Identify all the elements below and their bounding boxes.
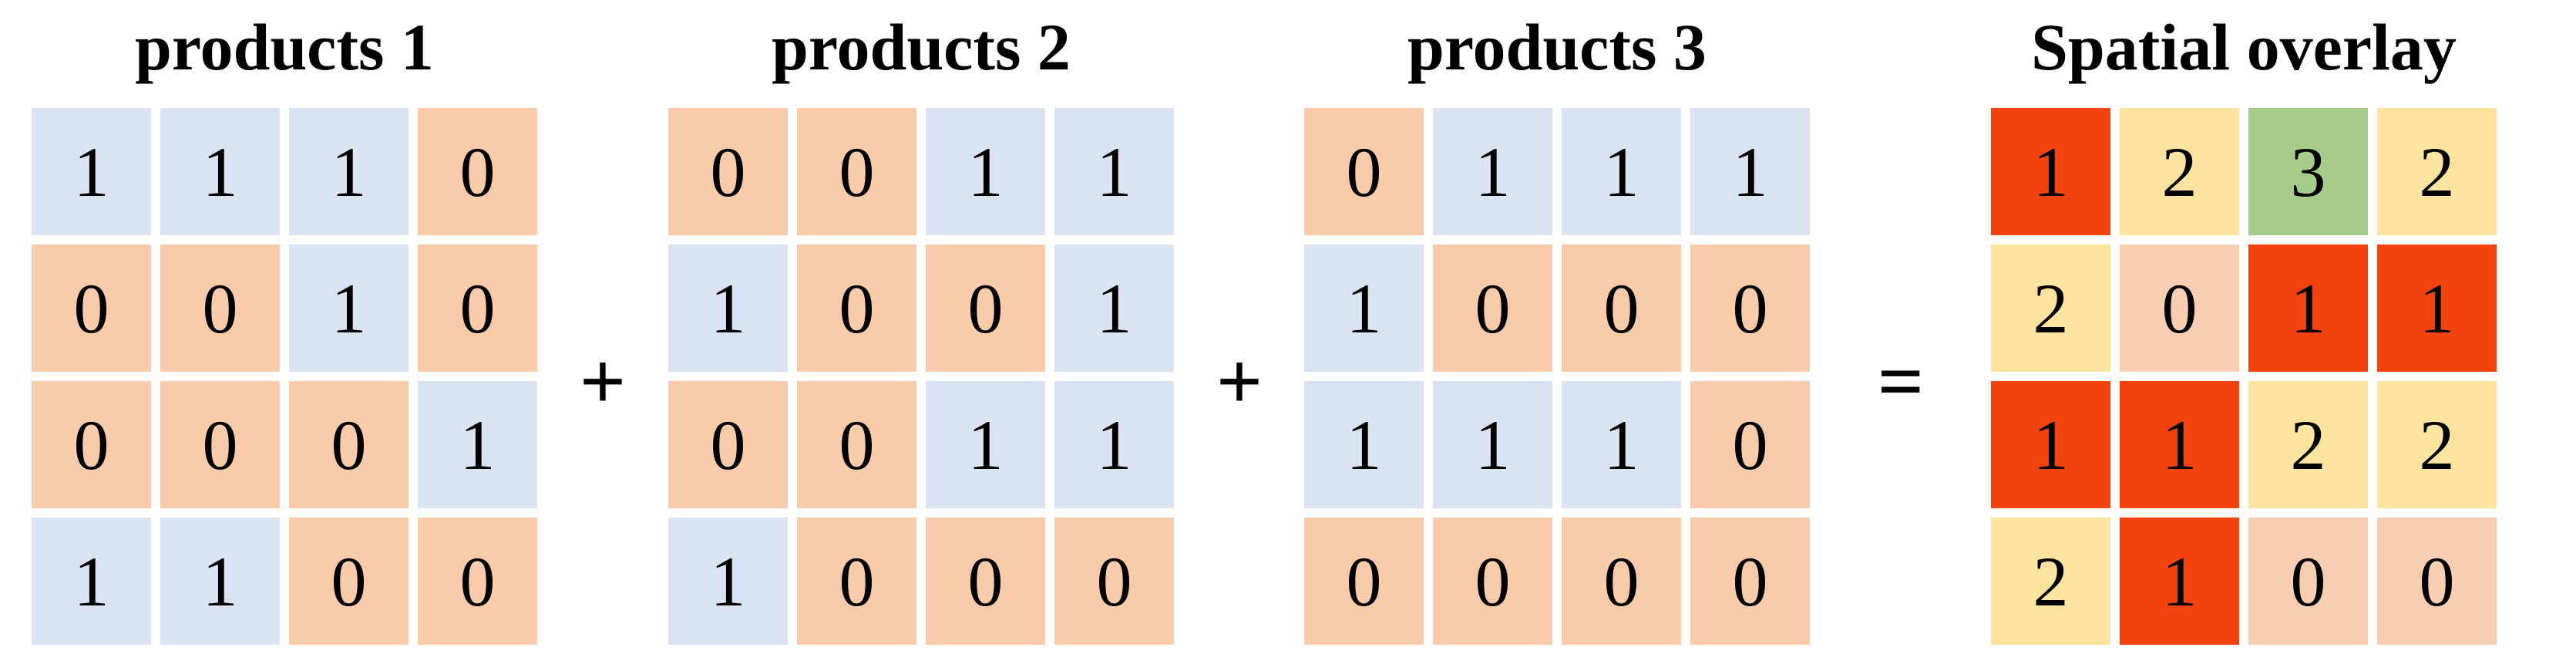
- grid-cell: 1: [1991, 381, 2110, 508]
- grid-cell: 1: [1304, 244, 1424, 372]
- grid-cell: 0: [1690, 518, 1810, 645]
- grid-cell: 1: [1304, 381, 1424, 508]
- grid-cell: 0: [418, 108, 537, 235]
- grid-cell: 0: [418, 518, 537, 645]
- grid-title-products-3: products 3: [1407, 10, 1707, 84]
- grid-cell: 0: [1690, 381, 1810, 508]
- grid-cell: 1: [926, 381, 1045, 508]
- grid-cell: 1: [289, 244, 409, 372]
- grid-cell: 0: [1433, 518, 1552, 645]
- grid-title-products-1: products 1: [135, 10, 434, 84]
- grid-cell: 1: [926, 108, 1045, 235]
- grid-cell: 0: [1433, 244, 1552, 372]
- grid-cell: 0: [289, 518, 409, 645]
- grid-cell: 2: [1991, 518, 2110, 645]
- grid-cell: 0: [1562, 518, 1681, 645]
- grid-title-spatial-overlay: Spatial overlay: [2031, 10, 2457, 84]
- grid-cell: 1: [2377, 244, 2497, 372]
- grid-cell: 1: [32, 518, 151, 645]
- grid-cell: 1: [1054, 108, 1174, 235]
- grid-cell: 0: [1304, 518, 1424, 645]
- grid-cell: 0: [418, 244, 537, 372]
- grid-cell: 2: [2377, 108, 2497, 235]
- grid-cell: 0: [797, 108, 916, 235]
- grid-cell: 2: [2120, 108, 2239, 235]
- grid-cell: 1: [160, 108, 280, 235]
- grid-cell: 0: [797, 244, 916, 372]
- grid-cell: 0: [2120, 244, 2239, 372]
- grid-cell: 0: [1054, 518, 1174, 645]
- grid-cell: 1: [2120, 518, 2239, 645]
- grid-cell: 0: [289, 381, 409, 508]
- grid-cell: 1: [2120, 381, 2239, 508]
- equals-operator: =: [1877, 336, 1925, 427]
- grid-cell: 0: [160, 381, 280, 508]
- grid-cell: 0: [160, 244, 280, 372]
- grid-cell: 0: [1690, 244, 1810, 372]
- grid-cell: 1: [2248, 244, 2368, 372]
- grid-title-products-2: products 2: [772, 10, 1071, 84]
- grid-cell: 2: [2248, 381, 2368, 508]
- plus-operator-1: +: [579, 336, 627, 427]
- grid-cell: 0: [797, 381, 916, 508]
- grid-cell: 1: [1054, 244, 1174, 372]
- grid-cell: 0: [1304, 108, 1424, 235]
- grid-cell: 1: [1562, 108, 1681, 235]
- grid-cell: 2: [1991, 244, 2110, 372]
- grid-cell: 1: [289, 108, 409, 235]
- grid-cell: 0: [32, 244, 151, 372]
- grid-cell: 0: [797, 518, 916, 645]
- grid-cell: 1: [1991, 108, 2110, 235]
- grid-cell: 0: [2377, 518, 2497, 645]
- plus-operator-2: +: [1216, 336, 1263, 427]
- grid-cell: 1: [1433, 108, 1552, 235]
- grid-cell: 3: [2248, 108, 2368, 235]
- grid-cell: 1: [1433, 381, 1552, 508]
- grid-cell: 1: [418, 381, 537, 508]
- grid-cell: 0: [926, 244, 1045, 372]
- grid-cell: 1: [668, 518, 788, 645]
- grid-cell: 0: [668, 108, 788, 235]
- grid-cell: 1: [32, 108, 151, 235]
- grid-cell: 0: [2248, 518, 2368, 645]
- grid-cell: 2: [2377, 381, 2497, 508]
- grid-cell: 0: [668, 381, 788, 508]
- grid-cell: 1: [1054, 381, 1174, 508]
- grid-cell: 1: [1690, 108, 1810, 235]
- grid-cell: 1: [1562, 381, 1681, 508]
- grid-cell: 0: [1562, 244, 1681, 372]
- grid-cell: 0: [32, 381, 151, 508]
- grid-cell: 1: [668, 244, 788, 372]
- grid-cell: 1: [160, 518, 280, 645]
- grid-cell: 0: [926, 518, 1045, 645]
